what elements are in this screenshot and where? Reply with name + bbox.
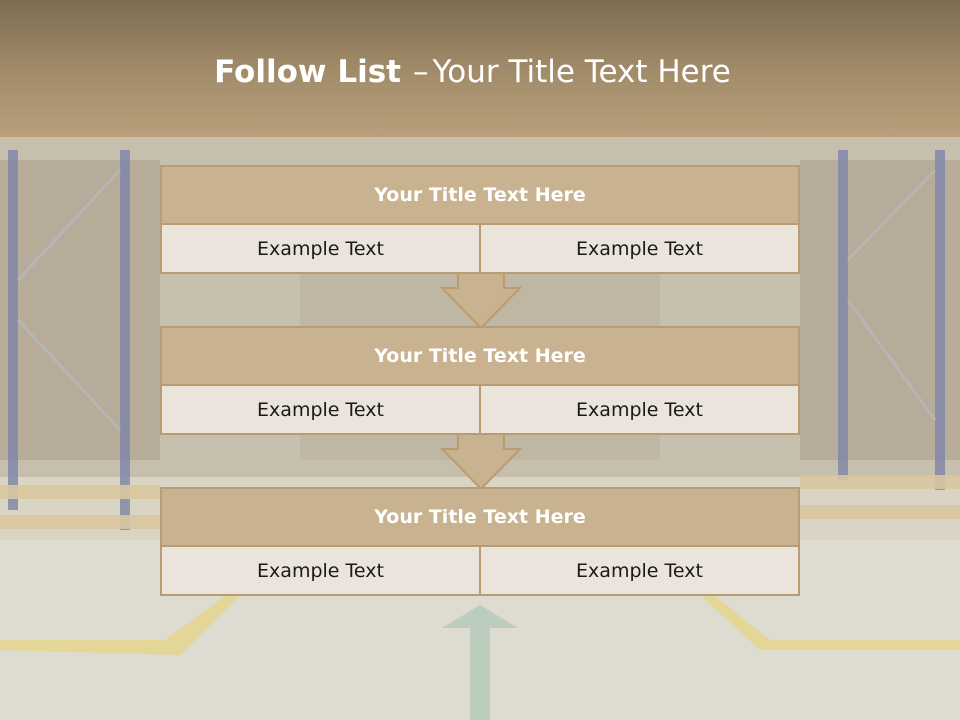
slide-title: Follow List–Your Title Text Here (0, 54, 945, 90)
down-arrow-icon (440, 270, 522, 330)
slide-title-bold: Follow List (214, 54, 401, 90)
slide-title-rest: Your Title Text Here (432, 54, 731, 90)
block-row: Example Text Example Text (162, 547, 798, 594)
block-title: Your Title Text Here (162, 167, 798, 225)
block-cell-right: Example Text (481, 547, 798, 594)
block-cell-left: Example Text (162, 386, 481, 433)
title-bar: Follow List–Your Title Text Here (0, 0, 960, 137)
block-cell-left: Example Text (162, 547, 481, 594)
block-cell-left: Example Text (162, 225, 481, 272)
block-cell-right: Example Text (481, 386, 798, 433)
list-block-2: Your Title Text Here Example Text Exampl… (160, 326, 800, 435)
list-block-3: Your Title Text Here Example Text Exampl… (160, 487, 800, 596)
block-title: Your Title Text Here (162, 328, 798, 386)
block-row: Example Text Example Text (162, 386, 798, 433)
list-block-1: Your Title Text Here Example Text Exampl… (160, 165, 800, 274)
block-cell-right: Example Text (481, 225, 798, 272)
down-arrow-icon (440, 431, 522, 491)
slide-title-dash: – (412, 54, 429, 90)
block-title: Your Title Text Here (162, 489, 798, 547)
block-row: Example Text Example Text (162, 225, 798, 272)
